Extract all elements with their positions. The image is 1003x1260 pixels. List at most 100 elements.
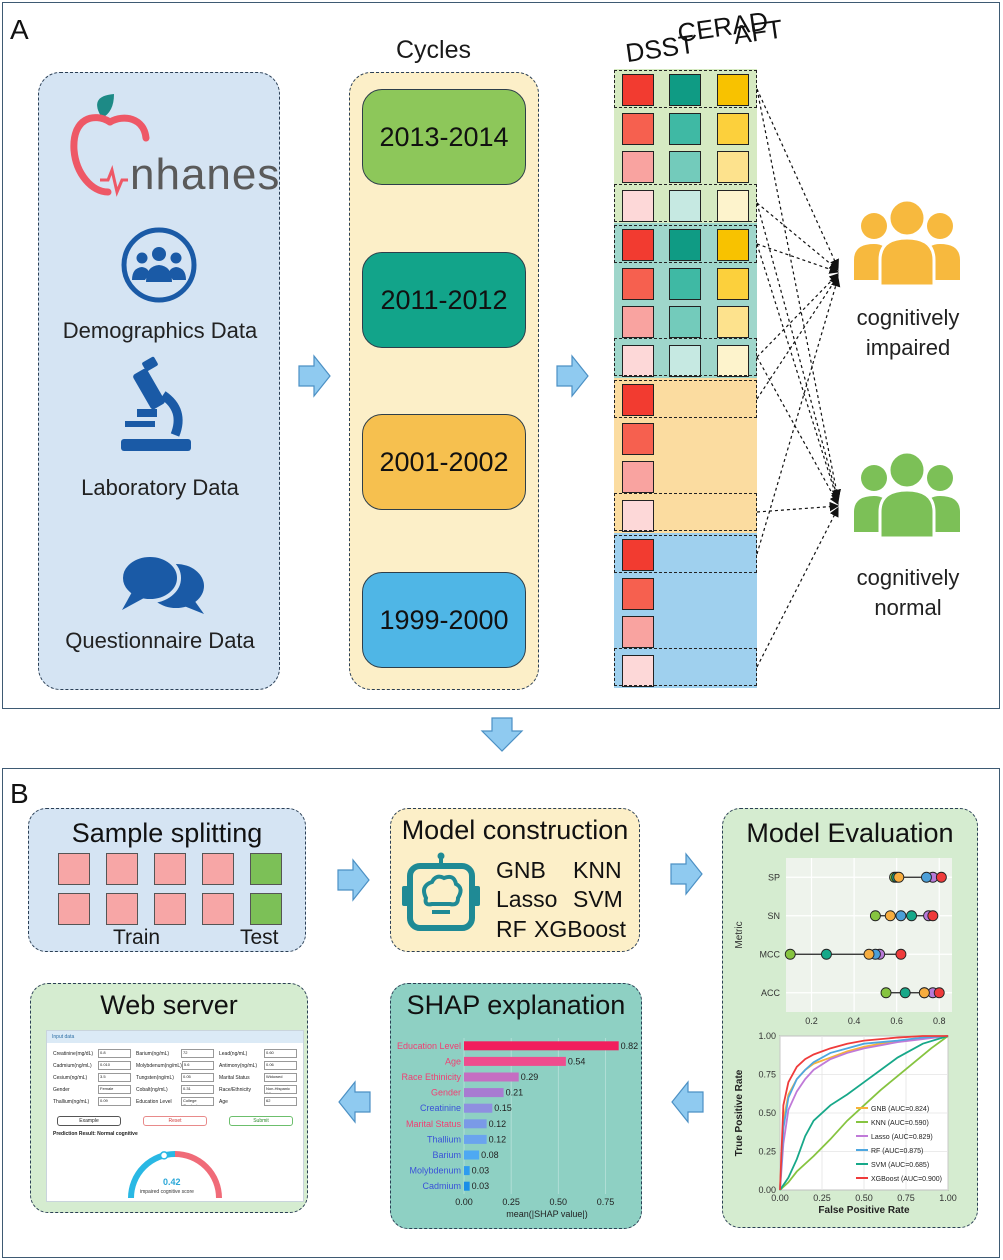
laboratory-label: Laboratory Data bbox=[81, 475, 239, 500]
reset-button[interactable]: Reset bbox=[143, 1116, 207, 1126]
roc-series-line bbox=[779, 1035, 949, 1191]
web-field-input[interactable]: 62 bbox=[264, 1097, 297, 1106]
web-field: Tungsten(ng/mL) 0.05 bbox=[136, 1073, 214, 1082]
web-field-input[interactable]: 5.6 bbox=[181, 1061, 214, 1070]
cycle-2011-2012: 2011-2012 bbox=[362, 252, 526, 348]
shap-category-label: Marital Status bbox=[406, 1119, 462, 1129]
score-square bbox=[622, 539, 654, 571]
web-field: Cobalt(ng/mL)0.31 bbox=[136, 1085, 214, 1094]
panel-b-frame bbox=[2, 768, 1000, 1258]
web-field-input[interactable]: Widowed bbox=[264, 1073, 297, 1082]
dot-x-tick: 0.4 bbox=[848, 1016, 861, 1026]
web-field-label: Cesium(ng/mL) bbox=[53, 1074, 88, 1081]
dot-point bbox=[895, 948, 907, 960]
web-field-label: Creatinine(mg/dL) bbox=[53, 1050, 94, 1057]
example-button[interactable]: Example bbox=[57, 1116, 121, 1126]
dot-point bbox=[921, 871, 932, 883]
shap-value-label: 0.08 bbox=[481, 1150, 499, 1160]
shap-category-label: Molybdenum bbox=[409, 1166, 461, 1176]
dot-y-tick: MCC bbox=[760, 949, 781, 959]
row-box bbox=[614, 338, 757, 376]
score-square bbox=[622, 616, 654, 648]
score-square bbox=[622, 151, 654, 183]
train-fold-square bbox=[106, 853, 138, 885]
web-field-input[interactable]: 0.31 bbox=[181, 1085, 214, 1094]
dot-point bbox=[899, 987, 911, 999]
roc-legend-label: SVM (AUC=0.685) bbox=[871, 1162, 929, 1169]
train-fold-square bbox=[106, 893, 138, 925]
model-lasso: Lasso bbox=[496, 886, 558, 912]
cycle-2001-2002: 2001-2002 bbox=[362, 414, 526, 510]
normal-group-icon bbox=[854, 450, 960, 540]
shap-value-label: 0.54 bbox=[568, 1056, 586, 1066]
web-field: Race/Ethnicity Non-Hispanic Wh bbox=[219, 1085, 297, 1094]
arrow-left-icon bbox=[671, 1080, 704, 1124]
train-fold-square bbox=[58, 853, 90, 885]
row-box bbox=[614, 70, 757, 108]
score-square bbox=[669, 306, 701, 338]
score-square bbox=[717, 267, 749, 300]
roc-x-tick: 0.25 bbox=[813, 1193, 831, 1203]
roc-x-tick: 0.75 bbox=[897, 1193, 915, 1203]
web-field-input[interactable]: 0.010 bbox=[98, 1061, 131, 1070]
web-field-input[interactable]: 0.60 bbox=[264, 1049, 297, 1058]
cycles-title: Cycles bbox=[396, 36, 472, 64]
web-field-input[interactable]: Non-Hispanic Wh bbox=[264, 1085, 297, 1094]
submit-button[interactable]: Submit bbox=[229, 1116, 293, 1126]
shap-bar bbox=[464, 1119, 487, 1129]
gauge-value: 0.42 bbox=[163, 1177, 181, 1187]
roc-y-tick: 0.00 bbox=[758, 1185, 776, 1195]
shap-bar bbox=[464, 1041, 619, 1051]
sample-splitting-title: Sample splitting bbox=[71, 818, 263, 848]
dot-point bbox=[927, 910, 939, 922]
web-field-input[interactable]: 0.05 bbox=[181, 1073, 214, 1082]
dot-y-tick: SP bbox=[768, 872, 780, 882]
arrow-down-icon bbox=[480, 717, 524, 752]
roc-x-tick: 1.00 bbox=[939, 1193, 957, 1203]
arrow-right-icon bbox=[337, 858, 370, 902]
shap-value-label: 0.15 bbox=[494, 1103, 512, 1113]
row-box bbox=[614, 380, 757, 418]
web-field-input[interactable]: College Graduate bbox=[181, 1097, 214, 1106]
web-field-input[interactable]: 72 bbox=[181, 1049, 214, 1058]
shap-value-label: 0.29 bbox=[521, 1072, 539, 1082]
web-field-label: Education Level bbox=[136, 1098, 172, 1105]
web-field-input[interactable]: Female bbox=[98, 1085, 131, 1094]
shap-value-label: 0.82 bbox=[621, 1041, 639, 1051]
shap-category-label: Barium bbox=[432, 1150, 461, 1160]
shap-bar bbox=[464, 1103, 493, 1113]
score-square bbox=[669, 344, 701, 377]
panel-b-letter: B bbox=[10, 778, 29, 809]
shap-bar bbox=[464, 1181, 470, 1191]
train-fold-square bbox=[202, 893, 234, 925]
web-field-input[interactable]: 0.8 bbox=[98, 1049, 131, 1058]
web-field-label: Tungsten(ng/mL) bbox=[136, 1074, 174, 1081]
score-square bbox=[622, 654, 654, 687]
model-xgboost: XGBoost bbox=[534, 916, 627, 942]
shap-bar bbox=[464, 1166, 470, 1176]
train-fold-square bbox=[154, 893, 186, 925]
train-fold-square bbox=[58, 893, 90, 925]
arrow-right-icon bbox=[670, 852, 703, 896]
row-box bbox=[614, 535, 757, 573]
model-gnb: GNB bbox=[496, 857, 546, 883]
shap-category-label: Race Ethinicity bbox=[401, 1072, 461, 1082]
web-field-input[interactable]: 0.06 bbox=[264, 1061, 297, 1070]
web-field-label: Race/Ethnicity bbox=[219, 1086, 251, 1093]
web-field-input[interactable]: 3.5 bbox=[98, 1073, 131, 1082]
score-square bbox=[717, 189, 749, 222]
speech-bubbles-icon bbox=[119, 553, 204, 614]
web-field-input[interactable]: 0.09 bbox=[98, 1097, 131, 1106]
score-square bbox=[717, 112, 749, 145]
shap-x-tick: 0.00 bbox=[455, 1197, 473, 1207]
web-field-label: Antimony(ng/mL) bbox=[219, 1062, 258, 1069]
dot-point bbox=[880, 987, 892, 999]
score-square bbox=[717, 229, 749, 261]
web-field: Cadmium(ng/mL)0.010 bbox=[53, 1061, 131, 1070]
test-label: Test bbox=[240, 926, 279, 949]
